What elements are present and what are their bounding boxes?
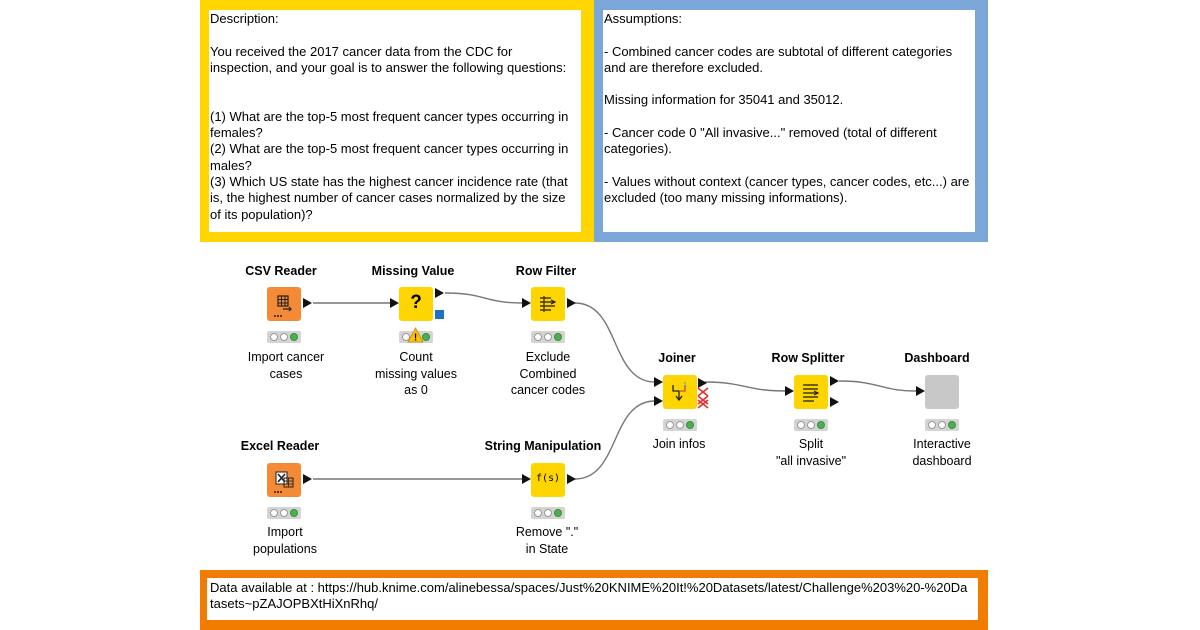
svg-text:!: ! (414, 333, 417, 344)
string-manipulation-node[interactable]: f(s) (531, 463, 565, 497)
table-arrow-icon (274, 295, 292, 317)
warning-icon[interactable]: ! (407, 327, 424, 343)
description-annotation-body: Description: You received the 2017 cance… (209, 10, 581, 232)
dashboard-label[interactable]: Interactive dashboard (912, 437, 972, 468)
row-splitter-node[interactable] (794, 375, 828, 409)
string-manipulation-status (531, 507, 565, 519)
description-annotation[interactable]: Description: You received the 2017 cance… (200, 0, 594, 242)
string-manipulation-out-port[interactable] (566, 473, 578, 485)
description-text: Description: You received the 2017 cance… (210, 11, 569, 222)
missing-value-title: Missing Value (371, 264, 455, 278)
joiner-status (663, 419, 697, 431)
dashboard-status (925, 419, 959, 431)
dashboard-node[interactable] (925, 375, 959, 409)
row-splitter-in-port[interactable] (784, 385, 796, 397)
csv-reader-status (267, 331, 301, 343)
svg-text:1: 1 (683, 382, 687, 389)
row-filter-in-port[interactable] (521, 297, 533, 309)
missing-value-model-port[interactable] (435, 310, 444, 319)
inactive-ports-icon (697, 387, 709, 409)
csv-reader-title: CSV Reader (245, 264, 317, 278)
joiner-right-in-port[interactable] (653, 395, 665, 407)
component-icon (925, 375, 959, 409)
missing-value-out-port[interactable] (434, 287, 446, 299)
row-filter-node[interactable] (531, 287, 565, 321)
connection-filter-to-joiner[interactable] (574, 302, 656, 383)
row-splitter-out-port-bottom[interactable] (829, 396, 841, 408)
dashboard-in-port[interactable] (915, 385, 927, 397)
assumptions-text: Assumptions: - Combined cancer codes are… (604, 11, 970, 206)
row-filter-status (531, 331, 565, 343)
joiner-node[interactable]: 1 (663, 375, 697, 409)
data-source-text: Data available at : https://hub.knime.co… (210, 580, 968, 612)
joiner-label[interactable]: Join infos (652, 437, 706, 451)
connection-splitter-to-dashboard[interactable] (838, 380, 918, 392)
split-rows-icon (803, 384, 820, 402)
csv-reader-out-port[interactable] (302, 297, 314, 309)
question-mark-icon: ? (410, 292, 422, 313)
connection-string-to-joiner[interactable] (574, 400, 656, 480)
missing-value-in-port[interactable] (389, 297, 401, 309)
excel-reader-status (267, 507, 301, 519)
row-filter-out-port[interactable] (566, 297, 578, 309)
connection-joiner-to-splitter[interactable] (704, 381, 787, 392)
connection-missing-to-filter[interactable] (444, 292, 523, 304)
row-filter-label[interactable]: Exclude Combined cancer codes (510, 350, 586, 397)
csv-reader-node[interactable] (267, 287, 301, 321)
row-splitter-status (794, 419, 828, 431)
excel-reader-title: Excel Reader (240, 439, 320, 453)
excel-reader-label[interactable]: Import populations (253, 525, 317, 556)
excel-icon (274, 471, 294, 493)
assumptions-annotation[interactable]: Assumptions: - Combined cancer codes are… (594, 0, 988, 242)
row-filter-title: Row Filter (515, 264, 577, 278)
assumptions-annotation-body: Assumptions: - Combined cancer codes are… (603, 10, 975, 232)
joiner-title: Joiner (658, 351, 696, 365)
string-function-icon: f(s) (535, 473, 561, 484)
string-manipulation-title: String Manipulation (484, 439, 602, 453)
join-icon: 1 (672, 382, 687, 402)
string-manipulation-in-port[interactable] (521, 473, 533, 485)
dashboard-title: Dashboard (904, 351, 970, 365)
csv-reader-label[interactable]: Import cancer cases (247, 350, 325, 381)
row-splitter-out-port-top[interactable] (829, 375, 841, 387)
joiner-out-port-top[interactable] (697, 377, 709, 389)
missing-value-node[interactable]: ? (399, 287, 433, 321)
excel-reader-out-port[interactable] (302, 473, 314, 485)
row-splitter-title: Row Splitter (771, 351, 845, 365)
excel-reader-node[interactable] (267, 463, 301, 497)
data-source-annotation-body: Data available at : https://hub.knime.co… (207, 578, 978, 620)
data-source-annotation[interactable]: Data available at : https://hub.knime.co… (200, 570, 988, 630)
row-splitter-label[interactable]: Split "all invasive" (775, 437, 847, 468)
filter-rows-icon (540, 296, 557, 312)
joiner-left-in-port[interactable] (653, 376, 665, 388)
missing-value-label[interactable]: Count missing values as 0 (375, 350, 457, 397)
string-manipulation-label[interactable]: Remove "." in State (515, 525, 579, 556)
